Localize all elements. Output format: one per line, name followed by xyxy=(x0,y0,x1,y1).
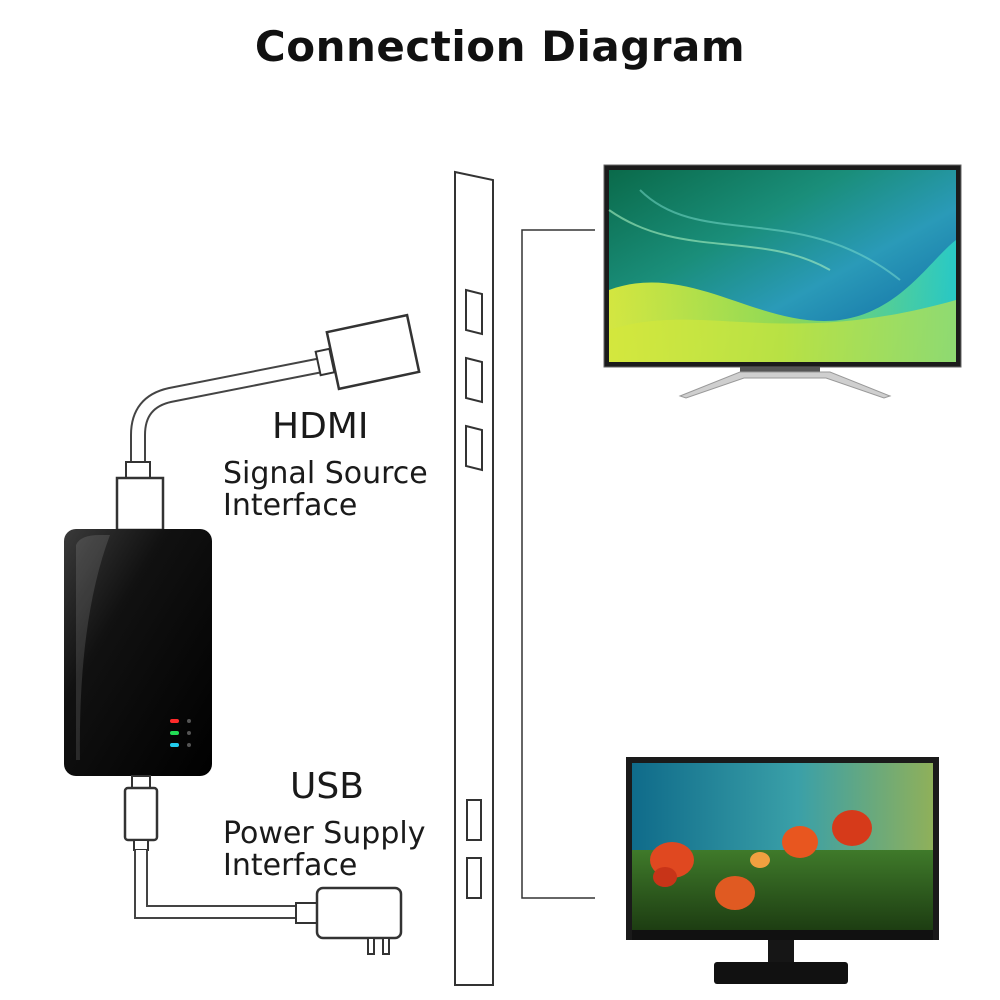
led-green xyxy=(170,731,179,735)
hdmi-label: HDMI xyxy=(272,406,369,447)
led-cyan xyxy=(170,743,179,747)
hdmi-port-2 xyxy=(465,356,483,404)
monitor-display xyxy=(626,757,939,984)
led-red xyxy=(170,719,179,723)
usb-label: USB xyxy=(290,766,364,807)
usb-sub-line1: Power Supply xyxy=(223,816,426,851)
usb-plug xyxy=(123,786,159,842)
diagram-title: Connection Diagram xyxy=(254,22,746,71)
hdmi-cable xyxy=(115,313,421,532)
usb-port-2 xyxy=(466,857,482,899)
usb-cable xyxy=(123,775,403,955)
output-panel xyxy=(454,170,494,986)
hdmi-plug xyxy=(325,313,421,391)
hdmi-port-3 xyxy=(465,424,483,472)
usb-port-1 xyxy=(466,799,482,841)
usb-sub-line2: Interface xyxy=(223,848,358,883)
hdmi-sub-line2: Interface xyxy=(223,488,358,523)
power-adapter xyxy=(315,886,403,940)
tv-display xyxy=(603,164,962,399)
splitter-device xyxy=(64,529,212,776)
hdmi-port-1 xyxy=(465,288,483,336)
hdmi-input-plug xyxy=(115,476,165,532)
hdmi-sub-line1: Signal Source xyxy=(223,456,428,491)
display-link-line xyxy=(521,229,595,899)
